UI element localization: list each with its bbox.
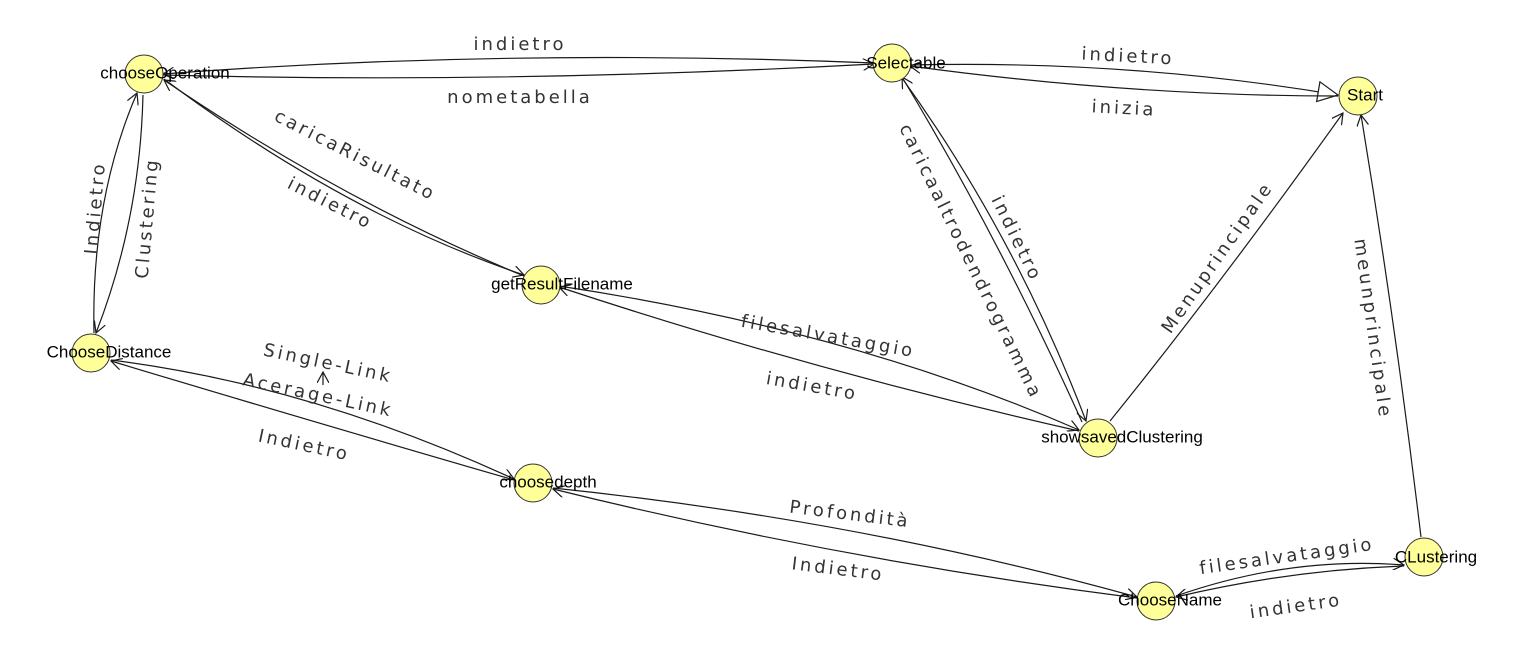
edge-showsavedclustering-to-getresultfilename <box>559 287 1080 432</box>
edge-choosename-to-choosedepth <box>553 489 1138 599</box>
edge-label-selectable-to-showsavedclustering: indietro <box>987 192 1047 285</box>
edge-choosedepth-to-choosedistance <box>111 361 515 481</box>
state-label: Start <box>1347 85 1383 104</box>
state-circle <box>1338 76 1378 116</box>
edge-label-showsavedclustering-to-start: Menuprincipale <box>1157 178 1277 338</box>
edge-label-choosedistance-to-chooseoperation: Indietro <box>81 161 110 256</box>
edges <box>93 56 1422 599</box>
edge-getresultfilename-to-showsavedclustering <box>558 285 1079 430</box>
edge-clustering-to-choosename <box>1176 565 1405 597</box>
state-label: CLustering <box>1395 547 1477 566</box>
edge-selectable-to-start <box>909 63 1338 95</box>
state-show-saved-clustering[interactable]: showsavedClustering <box>1041 418 1203 458</box>
state-circle <box>521 265 561 305</box>
edge-label-selectable-to-chooseoperation: indietro <box>474 34 567 55</box>
state-circle <box>1078 418 1118 458</box>
edge-choosedistance-to-chooseoperation <box>93 93 137 334</box>
edge-label-choosedepth-to-choosedistance: Indietro <box>256 426 352 466</box>
edge-showsavedclustering-to-start <box>1109 113 1343 422</box>
edge-start-to-selectable <box>910 66 1339 97</box>
edge-label-choosename-to-clustering: filesalvataggio <box>1198 534 1376 579</box>
edge-label-clustering-to-choosename: indietro <box>1248 590 1343 624</box>
state-selectable[interactable]: Selectable <box>866 43 946 83</box>
edge-label-choosename-to-choosedepth: Indietro <box>790 553 885 585</box>
edge-chooseoperation-to-choosedistance <box>96 94 144 333</box>
edge-choosename-to-clustering <box>1175 563 1404 597</box>
state-choose-distance[interactable]: ChooseDistance <box>47 333 172 373</box>
edge-choosedepth-to-choosename <box>552 487 1137 597</box>
state-choose-name[interactable]: ChooseName <box>1118 581 1222 621</box>
state-label: choosedepth <box>499 472 596 491</box>
edge-clustering-to-start <box>1361 115 1422 538</box>
edge-label-start-to-selectable: inizia <box>1091 96 1157 120</box>
edge-label-chooseoperation-to-selectable: nometabella <box>447 87 593 108</box>
state-label: chooseOperation <box>100 63 229 82</box>
state-circle <box>872 43 912 83</box>
edge-showsavedclustering-to-selectable <box>902 77 1083 423</box>
edge-label-showsavedclustering-to-getresultfilename: indietro <box>764 368 859 405</box>
edge-labels: indietro nometabella indietro inizia Ind… <box>81 34 1396 623</box>
edge-selectable-to-chooseoperation <box>163 56 875 74</box>
nodes: chooseOperation Selectable Start ChooseD… <box>47 43 1477 621</box>
state-circle <box>124 54 164 94</box>
state-circle <box>513 463 553 503</box>
edge-label-selectable-to-start: indietro <box>1081 44 1175 70</box>
edge-choosedistance-to-choosedepth <box>110 359 514 479</box>
edge-getresultfilename-to-chooseoperation <box>164 80 525 277</box>
state-label: ChooseName <box>1118 590 1222 609</box>
edge-label-choosedepth-to-choosename: Profondità <box>788 497 911 533</box>
state-choose-operation[interactable]: chooseOperation <box>100 54 230 94</box>
edge-chooseoperation-to-getresultfilename <box>163 78 524 275</box>
state-clustering[interactable]: CLustering <box>1395 537 1477 577</box>
state-start[interactable]: Start <box>1338 76 1383 116</box>
edge-label-clustering-to-start: meunprincipale <box>1349 237 1395 420</box>
edge-label-getresultfilename-to-showsavedclustering: filesalvataggio <box>739 311 916 362</box>
state-label: getResultFilename <box>491 274 633 293</box>
state-choose-depth[interactable]: choosedepth <box>499 463 597 503</box>
state-circle <box>1404 537 1444 577</box>
state-label: showsavedClustering <box>1041 427 1203 446</box>
edge-chooseoperation-to-selectable <box>162 64 874 79</box>
state-get-result-filename[interactable]: getResultFilename <box>491 265 633 305</box>
state-label: ChooseDistance <box>47 342 172 361</box>
state-label: Selectable <box>866 53 945 72</box>
edge-selectable-to-showsavedclustering <box>901 77 1086 421</box>
state-circle <box>71 333 111 373</box>
state-circle <box>1136 581 1176 621</box>
